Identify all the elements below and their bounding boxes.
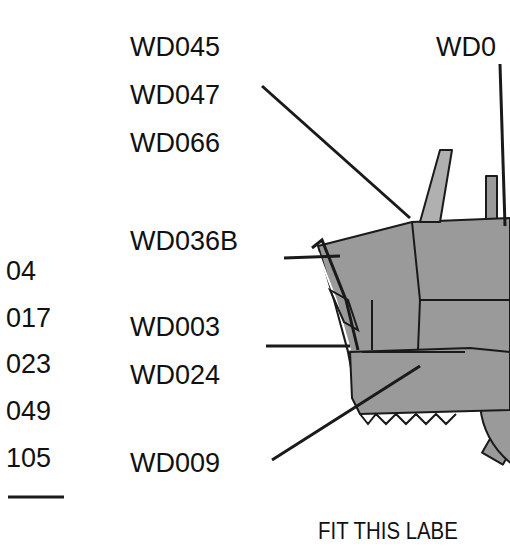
part-label: 105 — [6, 443, 51, 473]
part-label: 023 — [6, 349, 51, 379]
part-label: WD003 — [130, 312, 220, 342]
part-label: WD009 — [130, 448, 220, 478]
exhaust-stack — [486, 176, 497, 224]
part-label: 049 — [6, 396, 51, 426]
part-label: WD0 — [436, 32, 496, 62]
instruction-note: FIT THIS LABE — [318, 516, 458, 546]
cab-post — [420, 150, 452, 222]
part-label: WD024 — [130, 360, 220, 390]
part-label: WD036B — [130, 226, 238, 256]
part-label: 017 — [6, 303, 51, 333]
part-label: WD047 — [130, 80, 220, 110]
blade — [350, 348, 510, 414]
part-label: 04 — [6, 256, 36, 286]
part-label: WD045 — [130, 32, 220, 62]
part-label: WD066 — [130, 128, 220, 158]
